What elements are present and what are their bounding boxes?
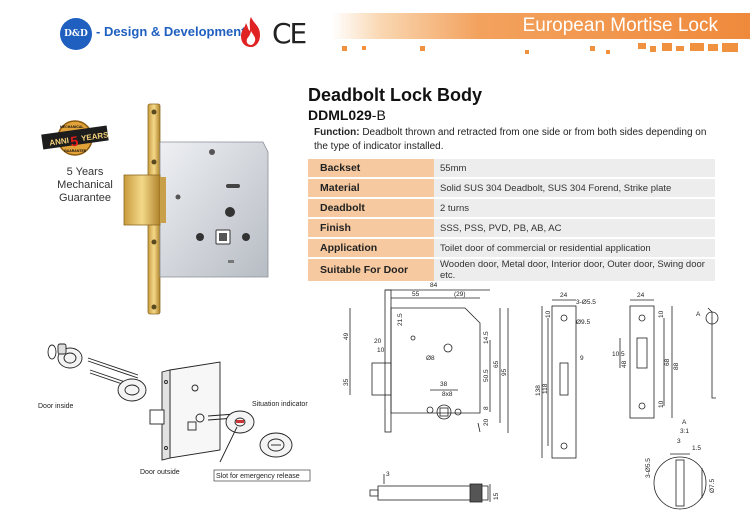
dim-phi-8: Ø8 bbox=[426, 355, 435, 362]
dim-a: A bbox=[696, 311, 701, 318]
dim-10-5: 10.5 bbox=[612, 351, 625, 358]
dim-10c: 10 bbox=[658, 310, 665, 318]
spec-value: SSS, PSS, PVD, PB, AB, AC bbox=[434, 218, 715, 239]
dim-14-5: 14.5 bbox=[483, 331, 490, 344]
banner-title: European Mortise Lock bbox=[522, 15, 718, 36]
label-situation-indicator: Situation indicator bbox=[252, 401, 308, 408]
dim-10d: 10 bbox=[658, 400, 665, 408]
label-slot: Slot for emergency release bbox=[216, 473, 300, 480]
badge-small-2: GUARANTEE bbox=[64, 149, 87, 153]
model-number: DDML029-B bbox=[308, 107, 386, 123]
exploded-view-diagram: Door inside Door outside Situation indic… bbox=[38, 343, 311, 482]
warranty-badge: ANNI 5 YEARS MECHANICAL GUARANTEE bbox=[41, 120, 110, 156]
model-suffix: -B bbox=[371, 107, 386, 123]
dim-9: 9 bbox=[580, 355, 584, 362]
dim-3: 3 bbox=[677, 438, 681, 445]
dim-35: 35 bbox=[343, 378, 350, 386]
dim-8: 8 bbox=[483, 406, 490, 410]
dim-20b: 20 bbox=[483, 418, 490, 426]
badge-years-word: YEARS bbox=[81, 130, 110, 143]
function-description: Function: Deadbolt thrown and retracted … bbox=[314, 126, 714, 154]
guarantee-text: 5 Years Mechanical Guarantee bbox=[57, 166, 113, 204]
dim-88: 88 bbox=[673, 362, 680, 370]
dim-49: 49 bbox=[343, 332, 350, 340]
dim-phi-7-5: Ø7.5 bbox=[709, 479, 716, 493]
dim-24b: 24 bbox=[637, 292, 645, 299]
fire-rated-icon bbox=[241, 17, 260, 47]
dim-3b: 3 bbox=[386, 471, 390, 478]
dim-55: 55 bbox=[412, 291, 420, 298]
logo-text: D&D bbox=[64, 29, 88, 39]
dim-50-5: 50.5 bbox=[483, 369, 490, 382]
spec-value: Wooden door, Metal door, Interior door, … bbox=[434, 258, 715, 283]
label-door-outside: Door outside bbox=[140, 469, 180, 476]
dim-10: 10 bbox=[377, 347, 385, 354]
spec-value: Toilet door of commercial or residential… bbox=[434, 238, 715, 259]
function-text: Deadbolt thrown and retracted from one s… bbox=[314, 127, 707, 152]
technical-drawings: 84 55 (29) 21.5 49 20 10 35 Ø8 14.5 50.5… bbox=[343, 282, 719, 510]
dim-10b: 10 bbox=[545, 310, 552, 318]
dim-29: (29) bbox=[454, 291, 466, 298]
dim-95: 95 bbox=[501, 368, 508, 376]
dim-24: 24 bbox=[560, 292, 568, 299]
dim-phi-9-5: Ø9.5 bbox=[576, 319, 590, 326]
dim-8x8: 8x8 bbox=[442, 391, 453, 398]
function-label: Function: bbox=[314, 127, 360, 138]
dim-138: 138 bbox=[535, 385, 542, 396]
ce-mark: CE bbox=[272, 17, 307, 50]
dim-84: 84 bbox=[430, 282, 438, 289]
model-code: DDML029 bbox=[308, 107, 372, 123]
spec-key: Suitable For Door bbox=[308, 258, 434, 283]
badge-top: ANNI bbox=[49, 136, 70, 148]
dim-68: 68 bbox=[664, 358, 671, 366]
badge-small-1: MECHANICAL bbox=[60, 125, 84, 129]
spec-value: Solid SUS 304 Deadbolt, SUS 304 Forend, … bbox=[434, 178, 715, 199]
lock-body-photo bbox=[123, 103, 269, 315]
brand-name: - Design & Development bbox=[96, 24, 246, 39]
spec-key: Backset bbox=[308, 159, 434, 179]
dim-3-1: 3:1 bbox=[680, 428, 689, 435]
dim-3-phi-5-5b: 3-Ø5.5 bbox=[645, 458, 652, 478]
dim-21-5: 21.5 bbox=[397, 313, 404, 326]
label-door-inside: Door inside bbox=[38, 403, 74, 410]
spec-key: Material bbox=[308, 178, 434, 199]
spec-value: 55mm bbox=[434, 159, 715, 179]
dim-48: 48 bbox=[621, 360, 628, 368]
dim-1-5: 1.5 bbox=[692, 445, 701, 452]
header-banner bbox=[332, 13, 750, 39]
dim-a2: A bbox=[682, 419, 687, 426]
spec-key: Application bbox=[308, 238, 434, 259]
spec-value: 2 turns bbox=[434, 198, 715, 219]
badge-years-number: 5 bbox=[69, 133, 79, 150]
dim-3-phi-5-5: 3-Ø5.5 bbox=[576, 299, 596, 306]
spec-key: Deadbolt bbox=[308, 198, 434, 219]
dim-65: 65 bbox=[493, 360, 500, 368]
dim-118: 118 bbox=[542, 383, 549, 394]
product-title: Deadbolt Lock Body bbox=[308, 85, 483, 105]
dim-38: 38 bbox=[440, 381, 448, 388]
brand-logo: D&D bbox=[60, 18, 92, 50]
spec-key: Finish bbox=[308, 218, 434, 239]
dim-20: 20 bbox=[374, 338, 382, 345]
dim-15: 15 bbox=[493, 492, 500, 500]
